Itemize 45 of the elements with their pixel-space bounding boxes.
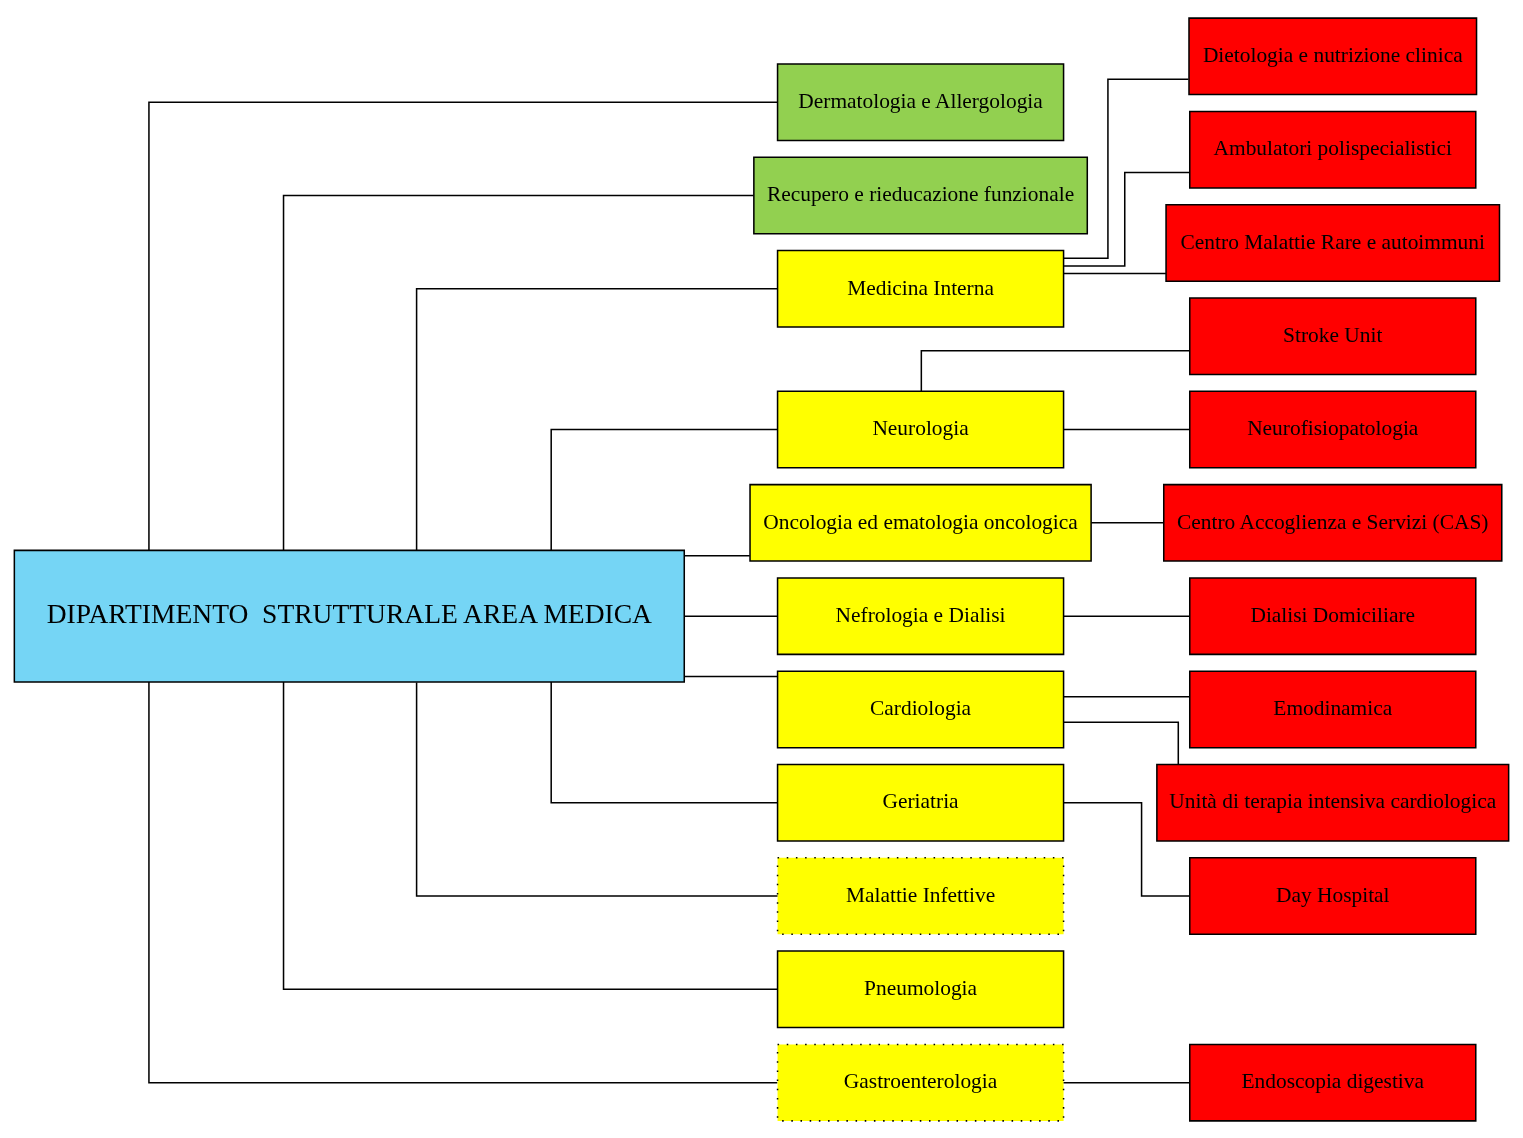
connector (1062, 272, 1167, 274)
node-box: Cardiologia (776, 669, 1065, 748)
node-box: Neurologia (776, 390, 1065, 469)
node-box: Centro Accoglienza e Servizi (CAS) (1163, 483, 1503, 562)
node-box: Malattie Infettive (776, 856, 1065, 935)
node-box: Gastroenterologia (776, 1043, 1065, 1122)
connector (1063, 78, 1190, 259)
connector (1062, 614, 1191, 617)
node-box: Pneumologia (776, 949, 1065, 1028)
connector (550, 428, 778, 551)
node-box: Centro Malattie Rare e autoimmuni (1165, 203, 1501, 282)
connector (683, 554, 751, 556)
connector (683, 675, 778, 677)
node-box: Ambulatori polispecialistici (1189, 110, 1477, 189)
connector (920, 349, 1191, 392)
connector (415, 287, 779, 551)
connector (1090, 521, 1165, 524)
node-box: Dietologia e nutrizione clinica (1188, 16, 1478, 95)
connector (1062, 695, 1191, 697)
node-box: Day Hospital (1189, 856, 1477, 935)
connector (1062, 801, 1191, 897)
node-box: Unità di terapia intensiva cardiologica (1156, 763, 1510, 842)
node-box: Endoscopia digestiva (1189, 1043, 1477, 1122)
connector (148, 100, 778, 551)
node-box: Emodinamica (1189, 669, 1477, 748)
node-box: Neurofisiopatologia (1189, 390, 1477, 469)
connector (550, 680, 778, 803)
connector (282, 194, 755, 551)
node-box: Stroke Unit (1189, 296, 1477, 375)
node-box: Medicina Interna (776, 249, 1065, 328)
connector (683, 614, 778, 617)
connector (415, 681, 779, 897)
connector (148, 680, 778, 1083)
node-box: Oncologia ed ematologia oncologica (749, 483, 1092, 562)
node-box: Dialisi Domiciliare (1189, 576, 1477, 655)
connector (1062, 428, 1191, 430)
connector (1063, 171, 1191, 267)
node-box: Recupero e rieducazione funzionale (753, 156, 1089, 235)
node-box: Geriatria (776, 763, 1065, 842)
connector (282, 680, 778, 990)
node-box: DIPARTIMENTO STRUTTURALE AREA MEDICA (13, 549, 686, 683)
node-box: Nefrologia e Dialisi (776, 576, 1065, 655)
node-box: Dermatologia e Allergologia (776, 62, 1065, 141)
connector (1062, 720, 1180, 765)
connector (1062, 1081, 1191, 1083)
